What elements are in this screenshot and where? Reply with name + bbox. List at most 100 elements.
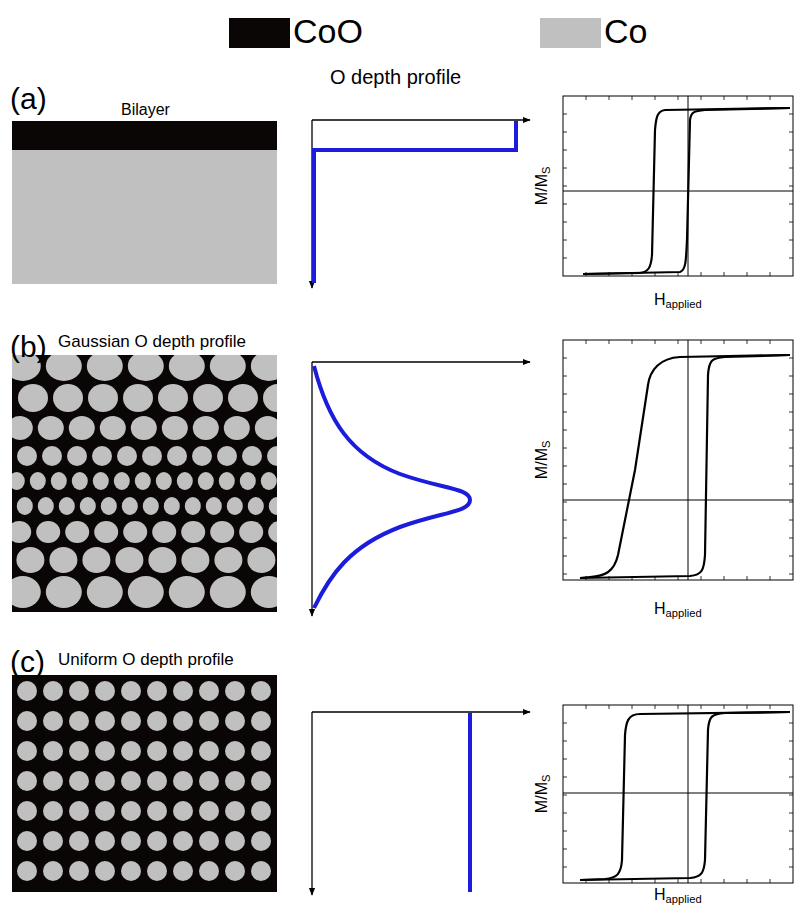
tick xyxy=(789,831,793,832)
co-grain xyxy=(17,801,37,821)
co-grain xyxy=(88,384,118,412)
co-grain xyxy=(248,497,264,515)
co-grain xyxy=(173,771,193,791)
legend-swatch xyxy=(229,18,290,48)
tick xyxy=(724,96,725,100)
co-grain xyxy=(147,741,167,761)
tick xyxy=(632,96,633,100)
co-grain xyxy=(263,384,277,412)
tick xyxy=(563,168,567,169)
tick xyxy=(655,705,656,709)
co-grain xyxy=(142,446,162,466)
tick xyxy=(789,849,793,850)
tick xyxy=(747,576,748,580)
co-grain xyxy=(93,472,109,490)
co-grain xyxy=(43,801,63,821)
co-grain xyxy=(80,497,96,515)
tick xyxy=(678,705,679,709)
co-grain xyxy=(181,547,209,573)
co-grain xyxy=(242,446,262,466)
co-grain xyxy=(147,681,167,701)
co-grain xyxy=(121,711,141,731)
co-grain xyxy=(12,416,33,440)
tick xyxy=(789,258,793,259)
tick xyxy=(563,222,567,223)
tick xyxy=(789,240,793,241)
co-grain xyxy=(147,831,167,851)
tick xyxy=(789,741,793,742)
x-axis-label-subscript: applied xyxy=(666,893,702,905)
tick xyxy=(563,538,567,539)
panel-label: (b) xyxy=(10,330,47,363)
co-grain xyxy=(261,472,277,490)
co-grain xyxy=(251,711,271,731)
tick xyxy=(789,813,793,814)
hysteresis-plot xyxy=(563,96,793,883)
tick xyxy=(789,795,793,796)
tick xyxy=(770,879,771,883)
co-grain xyxy=(227,497,243,515)
co-grain xyxy=(12,576,41,608)
co-grain xyxy=(269,497,277,515)
co-grain xyxy=(17,741,37,761)
coo-matrix xyxy=(12,675,277,892)
co-grain xyxy=(43,771,63,791)
tick xyxy=(701,96,702,100)
co-grain xyxy=(164,497,180,515)
tick xyxy=(563,813,567,814)
co-grain xyxy=(121,771,141,791)
y-axis-label-subscript: S xyxy=(541,167,553,174)
coo-layer xyxy=(12,121,277,150)
co-grain xyxy=(17,831,37,851)
tick xyxy=(586,340,587,344)
tick xyxy=(789,358,793,359)
co-grain xyxy=(117,446,137,466)
co-grain xyxy=(69,416,95,440)
tick xyxy=(701,340,702,344)
co-grain xyxy=(210,521,234,543)
profile-axes xyxy=(312,120,530,895)
co-grain xyxy=(219,472,235,490)
co-grain xyxy=(225,861,245,881)
tick xyxy=(789,556,793,557)
co-grain xyxy=(192,446,212,466)
co-grain xyxy=(114,472,130,490)
co-grain xyxy=(128,576,164,608)
hysteresis-loop xyxy=(580,108,790,880)
tick xyxy=(789,186,793,187)
x-axis-label-subscript: applied xyxy=(666,607,702,619)
tick xyxy=(563,430,567,431)
co-grain xyxy=(217,446,237,466)
tick xyxy=(789,466,793,467)
tick xyxy=(563,240,567,241)
tick xyxy=(789,132,793,133)
tick xyxy=(770,576,771,580)
co-grain xyxy=(95,681,115,701)
tick xyxy=(563,204,567,205)
co-grain xyxy=(17,861,37,881)
co-grain xyxy=(95,831,115,851)
co-grain xyxy=(95,801,115,821)
co-grain xyxy=(225,771,245,791)
tick xyxy=(770,272,771,276)
axis-ticks xyxy=(563,96,793,883)
tick xyxy=(789,448,793,449)
co-grain xyxy=(224,416,250,440)
tick xyxy=(586,96,587,100)
co-grain xyxy=(147,801,167,821)
y-axis-label: M/MS xyxy=(533,167,553,206)
co-grain xyxy=(173,801,193,821)
panel-title: Gaussian O depth profile xyxy=(58,333,246,352)
tick xyxy=(563,556,567,557)
co-grain xyxy=(167,446,187,466)
co-grain xyxy=(225,681,245,701)
co-grain xyxy=(101,497,117,515)
tick xyxy=(789,777,793,778)
co-grain xyxy=(199,801,219,821)
co-grain xyxy=(59,497,75,515)
co-grain xyxy=(247,547,275,573)
co-grain xyxy=(16,547,44,573)
co-grain xyxy=(82,547,110,573)
co-grain xyxy=(199,831,219,851)
co-grain xyxy=(67,446,87,466)
